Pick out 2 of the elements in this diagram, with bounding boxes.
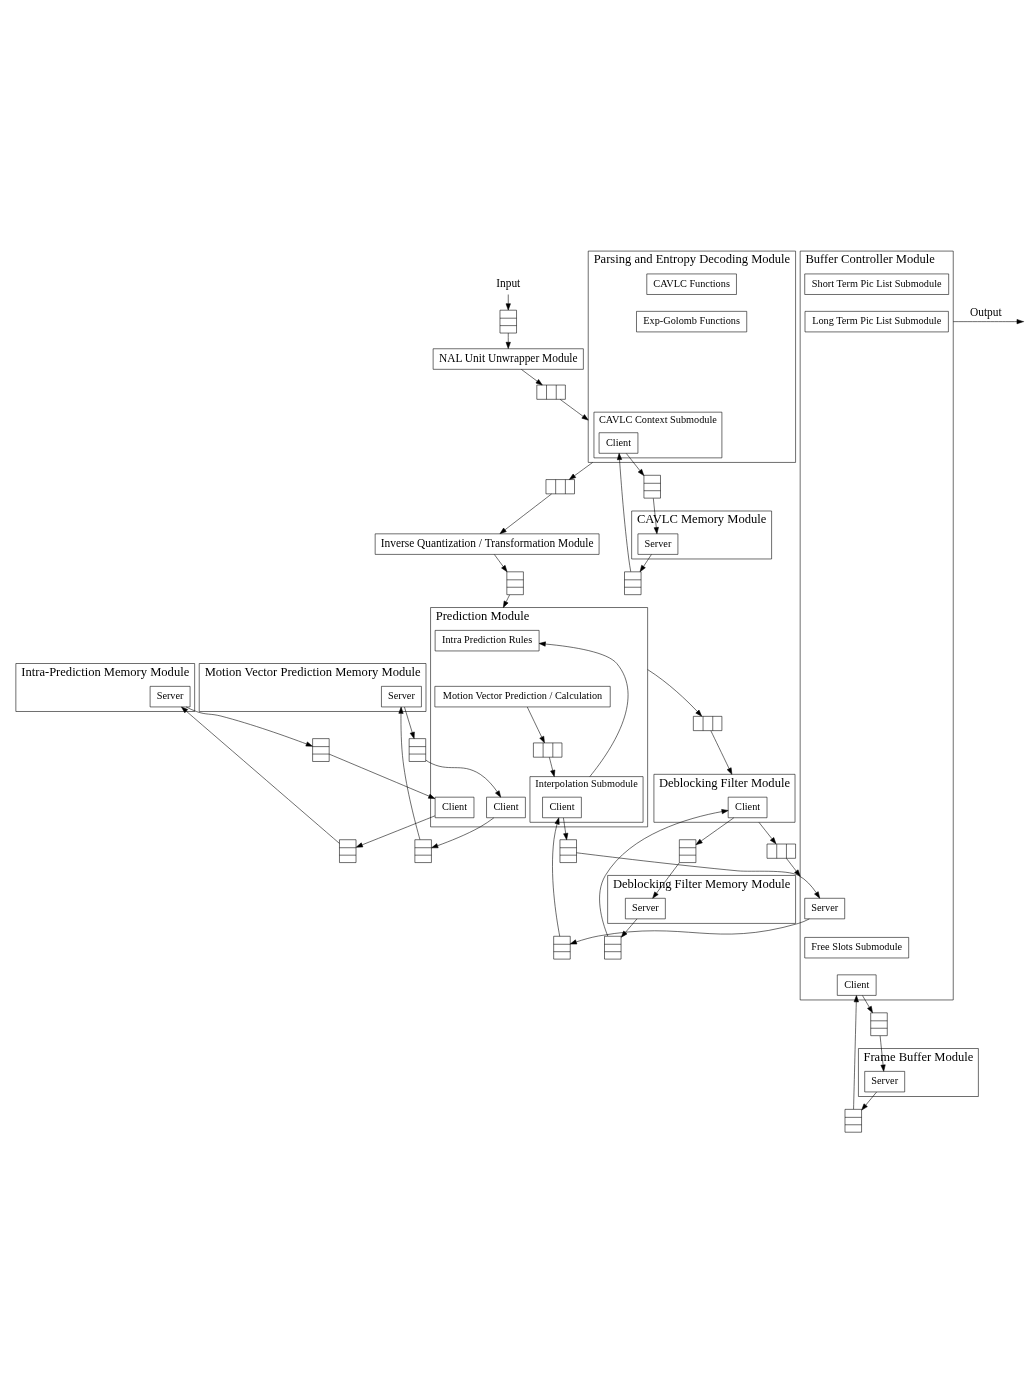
node-text: Input xyxy=(495,276,520,289)
edge-label: Output xyxy=(969,305,1002,318)
